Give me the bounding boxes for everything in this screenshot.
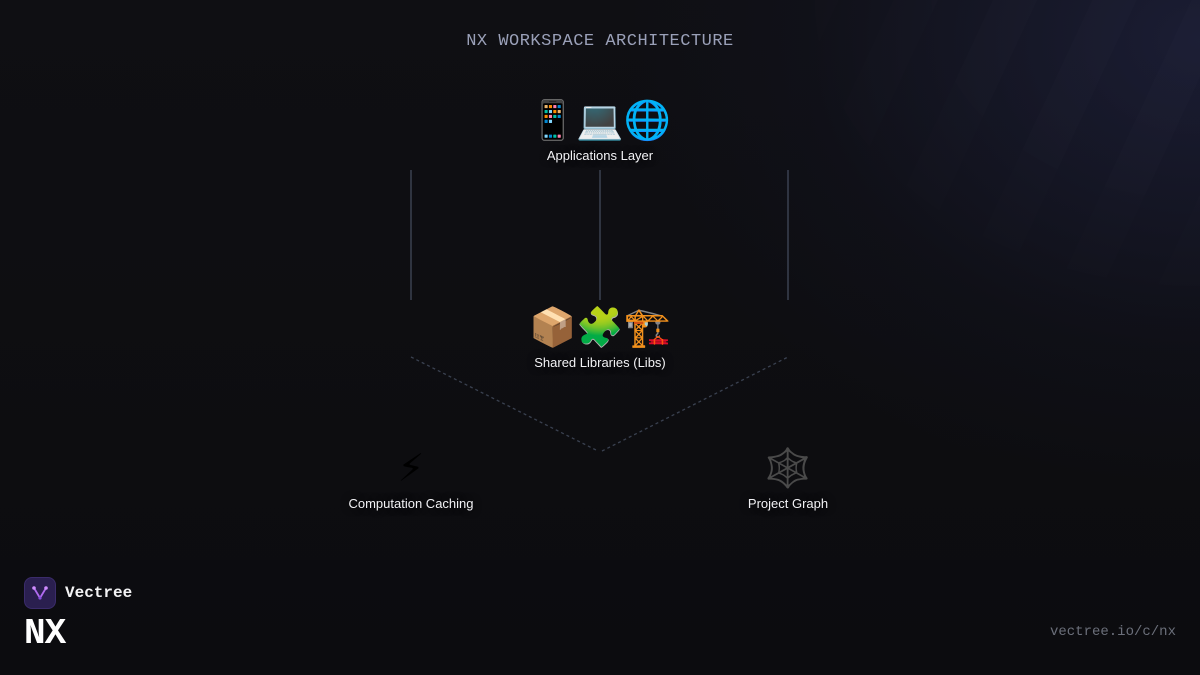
project-graph-label: Project Graph [747, 496, 829, 511]
source-url-link[interactable]: vectree.io/c/nx [1049, 624, 1176, 640]
diagram-title: NX WORKSPACE ARCHITECTURE [466, 32, 734, 51]
computation-caching-label: Computation Caching [348, 496, 474, 511]
caching-icons: ⚡ [348, 446, 473, 490]
applications-layer-node: 📱💻🌐 Applications Layer [529, 98, 671, 163]
brand[interactable]: Vectree [24, 577, 132, 609]
shared-libraries-node: 📦🧩🏗️ Shared Libraries (Libs) [529, 305, 671, 370]
connector-dashed-left [410, 356, 599, 452]
spider-web-icon: 🕸️ [764, 446, 812, 490]
vectree-logo-icon [24, 577, 56, 609]
computation-caching-node: ⚡ Computation Caching [348, 446, 473, 511]
libraries-icons: 📦🧩🏗️ [529, 305, 671, 349]
lightning-bolt-icon: ⚡ [397, 446, 425, 490]
shared-libraries-label: Shared Libraries (Libs) [534, 355, 666, 370]
construction-crane-icon: 🏗️ [623, 305, 671, 349]
brand-name: Vectree [65, 584, 133, 602]
mobile-phone-icon: 📱 [529, 98, 577, 142]
connector-dashed-right [601, 356, 789, 452]
puzzle-piece-icon: 🧩 [576, 305, 624, 349]
project-graph-node: 🕸️ Project Graph [748, 446, 828, 511]
laptop-icon: 💻 [576, 98, 624, 142]
applications-icons: 📱💻🌐 [529, 98, 671, 142]
applications-layer-label: Applications Layer [546, 148, 654, 163]
product-name: NX [24, 613, 66, 654]
package-icon: 📦 [529, 305, 577, 349]
globe-icon: 🌐 [623, 98, 671, 142]
graph-icons: 🕸️ [748, 446, 828, 490]
